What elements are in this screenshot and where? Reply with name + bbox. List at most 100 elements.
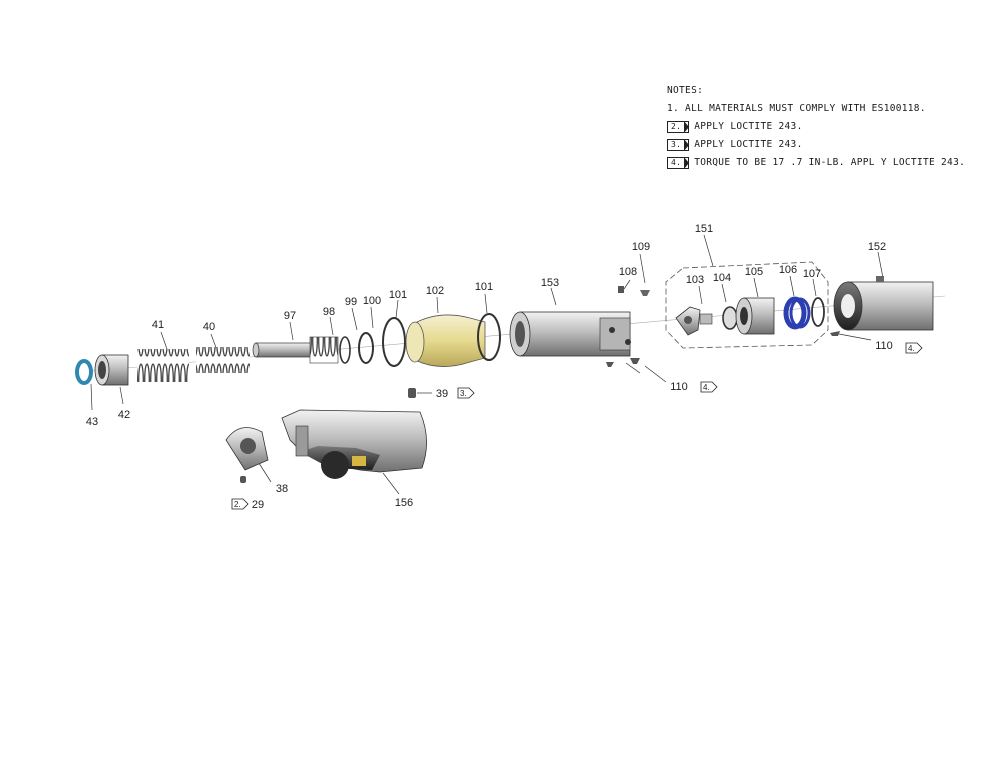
part-29-pin xyxy=(240,476,246,483)
leader-97 xyxy=(289,321,294,341)
callout-107: 107 xyxy=(803,268,821,280)
callout-108: 108 xyxy=(619,266,637,278)
part-42-collar xyxy=(94,354,129,386)
leader-42 xyxy=(119,386,124,405)
part-38-trigger xyxy=(225,427,269,471)
callout-98: 98 xyxy=(323,306,335,318)
part-101a-ring xyxy=(382,317,406,367)
part-98-thread xyxy=(309,336,339,364)
callout-153: 153 xyxy=(541,277,559,289)
leader-110b xyxy=(644,365,667,383)
flag-3-part-39: 3. xyxy=(457,387,475,399)
leader-101b xyxy=(484,293,488,314)
part-104-washer xyxy=(722,306,738,330)
callout-100: 100 xyxy=(363,295,381,307)
leader-109 xyxy=(639,253,646,284)
note-4-flag: 4. xyxy=(667,157,690,169)
part-153-housing xyxy=(509,311,631,357)
callout-101b: 101 xyxy=(475,281,493,293)
callout-29: 29 xyxy=(252,499,264,511)
callout-106: 106 xyxy=(779,264,797,276)
leader-107 xyxy=(812,278,817,297)
callout-156: 156 xyxy=(395,497,413,509)
part-99-ring xyxy=(339,336,351,364)
note-1-text: 1. ALL MATERIALS MUST COMPLY WITH ES1001… xyxy=(667,103,926,114)
callout-110b: 110 xyxy=(670,381,688,393)
note-2: 2. APPLY LOCTITE 243. xyxy=(667,118,987,136)
flag-2-part-29: 2. xyxy=(231,498,249,510)
note-4: 4. TORQUE TO BE 17 .7 IN-LB. APPL Y LOCTI… xyxy=(667,154,987,172)
callout-39: 39 xyxy=(436,388,448,400)
svg-text:4.: 4. xyxy=(703,383,710,392)
part-109-screw xyxy=(640,290,650,296)
note-3: 3. APPLY LOCTITE 243. xyxy=(667,136,987,154)
leader-156 xyxy=(382,472,400,495)
callout-104: 104 xyxy=(713,272,731,284)
callout-151: 151 xyxy=(695,223,713,235)
leader-99 xyxy=(351,307,358,331)
callout-110a: 110 xyxy=(875,340,893,352)
leader-110a xyxy=(838,333,872,341)
part-101b-ring xyxy=(477,313,501,361)
part-110b-screws xyxy=(606,358,640,367)
leader-98 xyxy=(329,316,334,336)
svg-text:3.: 3. xyxy=(460,389,467,398)
note-3-text: APPLY LOCTITE 243. xyxy=(694,139,803,150)
callout-99: 99 xyxy=(345,296,357,308)
leader-41 xyxy=(160,331,169,353)
part-156-body xyxy=(281,409,427,479)
subassembly-151-outline xyxy=(665,261,829,349)
callout-105: 105 xyxy=(745,266,763,278)
callout-97: 97 xyxy=(284,310,296,322)
part-103-cam xyxy=(675,306,713,336)
part-39-pin xyxy=(408,388,416,398)
leader-100 xyxy=(370,306,374,329)
note-4-text: TORQUE TO BE 17 .7 IN-LB. APPL Y LOCTITE… xyxy=(694,157,966,168)
leader-43 xyxy=(90,383,93,411)
flag-4-part-110b: 4. xyxy=(700,381,718,393)
callout-109: 109 xyxy=(632,241,650,253)
svg-text:2.: 2. xyxy=(234,500,241,509)
callout-103: 103 xyxy=(686,274,704,286)
part-108-pin xyxy=(618,286,624,293)
callout-38: 38 xyxy=(276,483,288,495)
part-152-housing xyxy=(833,276,934,331)
part-100-ring xyxy=(358,332,374,364)
part-43-oring xyxy=(75,359,93,385)
leader-102 xyxy=(436,296,439,314)
leader-104 xyxy=(721,283,727,303)
leader-151 xyxy=(703,234,714,267)
leader-152 xyxy=(877,251,884,279)
part-110a-screw xyxy=(830,331,840,336)
part-97-shaft xyxy=(252,342,315,358)
part-106-seal xyxy=(783,296,811,330)
note-1: 1. ALL MATERIALS MUST COMPLY WITH ES1001… xyxy=(667,100,987,118)
leader-153 xyxy=(550,287,557,306)
callout-40: 40 xyxy=(203,321,215,333)
callout-152: 152 xyxy=(868,241,886,253)
part-40-spring xyxy=(196,347,250,373)
part-102-sleeve xyxy=(405,314,486,367)
leader-105 xyxy=(753,277,759,298)
leader-110-extra xyxy=(625,362,641,374)
svg-text:4.: 4. xyxy=(908,344,915,353)
callout-42: 42 xyxy=(118,409,130,421)
callout-101a: 101 xyxy=(389,289,407,301)
callout-102: 102 xyxy=(426,285,444,297)
note-3-flag: 3. xyxy=(667,139,690,151)
note-2-text: APPLY LOCTITE 243. xyxy=(694,121,803,132)
notes-block: NOTES: 1. ALL MATERIALS MUST COMPLY WITH… xyxy=(667,82,987,172)
part-105-bearing xyxy=(735,297,775,335)
leader-106 xyxy=(789,275,795,297)
notes-title: NOTES: xyxy=(667,85,704,96)
callout-43: 43 xyxy=(86,416,98,428)
part-107-ring xyxy=(811,297,825,327)
leader-103 xyxy=(698,285,703,305)
flag-4-part-110a: 4. xyxy=(905,342,923,354)
callout-41: 41 xyxy=(152,319,164,331)
leader-108 xyxy=(623,279,631,290)
part-41-spring xyxy=(137,349,189,382)
note-2-flag: 2. xyxy=(667,121,690,133)
leader-101a xyxy=(395,299,399,319)
